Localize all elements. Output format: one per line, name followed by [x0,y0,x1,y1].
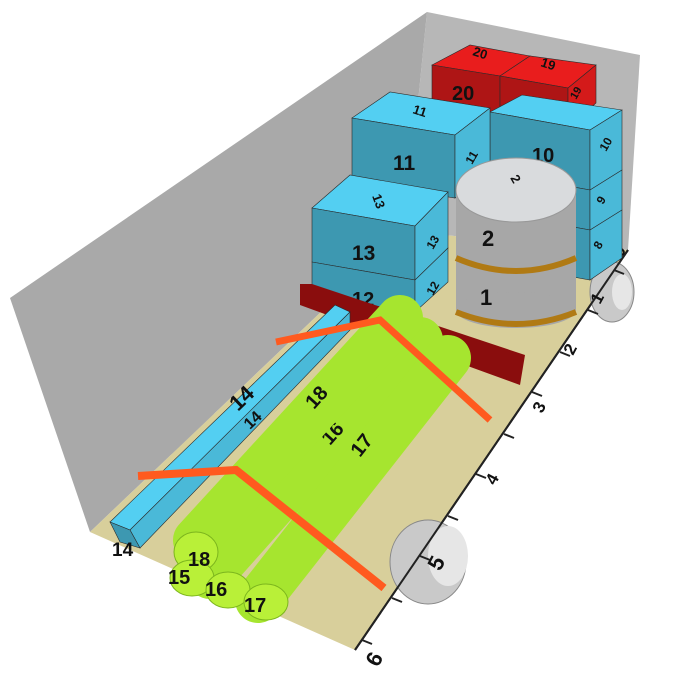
svg-text:19: 19 [539,55,557,74]
svg-text:3: 3 [529,399,550,416]
svg-text:4: 4 [482,470,503,488]
svg-text:1: 1 [480,285,492,310]
tick-6: 6 [360,648,388,671]
barrel-1: 1 [480,285,492,310]
svg-text:18: 18 [188,549,210,571]
box-13: 13 13 13 [311,174,449,281]
cylinder-18: 18 [173,295,423,563]
svg-text:2: 2 [482,226,494,251]
svg-text:11: 11 [411,102,429,121]
svg-text:14: 14 [112,540,134,561]
cylinder-ends: 18 15 16 17 [168,531,289,621]
wheel-rear [389,519,468,605]
svg-text:16: 16 [205,579,227,601]
trailer-side-wall [10,12,427,532]
strap-rear [137,465,387,592]
strap-front [275,316,493,423]
svg-text:13: 13 [352,242,375,265]
svg-text:20: 20 [452,83,474,105]
svg-text:6: 6 [360,648,388,671]
svg-text:2: 2 [560,341,581,358]
cylinder-17: 17 [235,335,471,623]
svg-text:12: 12 [423,279,442,298]
svg-text:19: 19 [568,85,585,102]
tick-4: 4 [482,470,503,488]
svg-text:13: 13 [369,192,388,211]
wheel-front [589,261,635,323]
svg-text:20: 20 [471,44,489,63]
tick-3: 3 [529,399,550,416]
svg-text:11: 11 [393,152,416,175]
svg-text:13: 13 [423,233,442,252]
svg-text:15: 15 [168,567,190,589]
barrel-stack: 2 2 1 [454,157,578,328]
svg-text:17: 17 [244,595,266,617]
box-10: 10 10 [489,94,623,191]
svg-text:10: 10 [596,135,615,154]
tick-2: 2 [560,341,581,358]
